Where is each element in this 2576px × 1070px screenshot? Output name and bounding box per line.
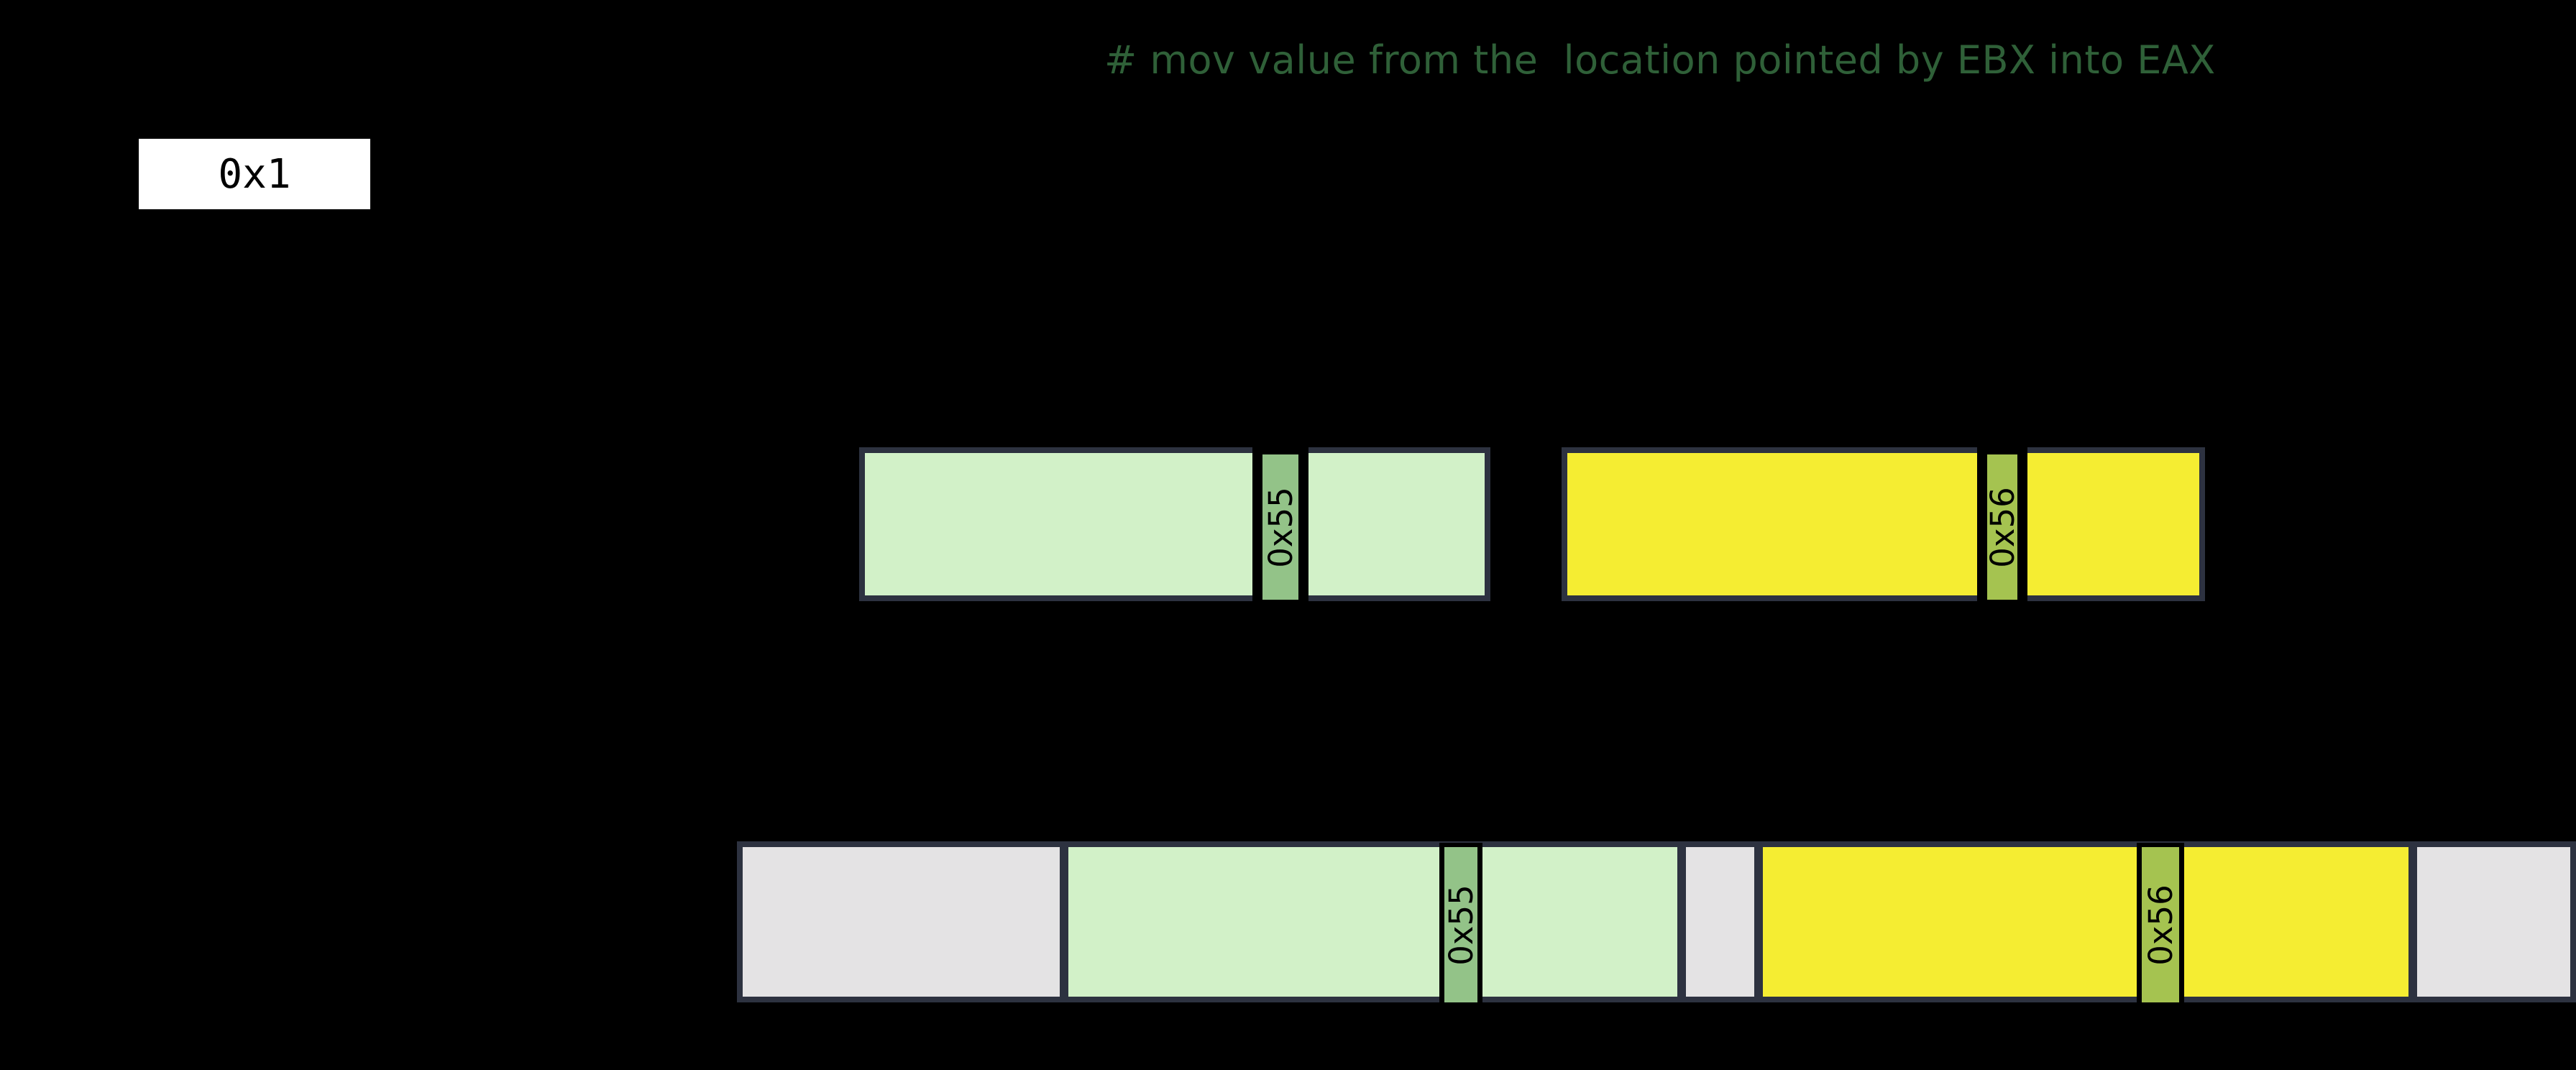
address-label: 0x55 — [1261, 486, 1300, 568]
memory-address-label: 0x56 — [2141, 884, 2180, 966]
memory-address-label: 0x55 — [1441, 884, 1480, 966]
memory-address-marker: 0x55 — [1439, 843, 1482, 1007]
address-label: 0x56 — [1983, 486, 2022, 568]
address-marker-0x56: 0x56 — [1977, 447, 2027, 607]
memory-address-marker: 0x56 — [2137, 843, 2184, 1007]
memory-segment-free — [743, 847, 1060, 997]
memory-segment-free — [1686, 847, 1754, 997]
address-marker-0x55: 0x55 — [1252, 447, 1308, 607]
memory-block-yellow: 0x56 — [1562, 447, 2205, 607]
memory-bar: 0x55 0x56 — [737, 841, 2576, 1007]
memory-segment-block — [1482, 847, 1677, 997]
memory-segment-block — [1068, 847, 1439, 997]
value-box-label: 0x1 — [218, 150, 291, 198]
memory-segment-block — [1763, 847, 2137, 997]
memory-segment-block — [2184, 847, 2408, 997]
asm-comment-text: # mov value from the location pointed by… — [1104, 37, 2216, 83]
memory-block-green: 0x55 — [859, 447, 1490, 607]
memory-segment-free — [2417, 847, 2570, 997]
value-box: 0x1 — [139, 139, 370, 209]
